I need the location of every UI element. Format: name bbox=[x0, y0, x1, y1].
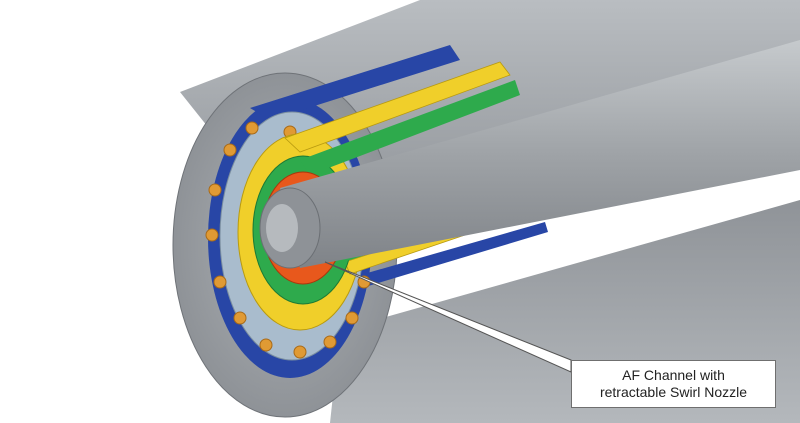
callout-line-2: retractable Swirl Nozzle bbox=[599, 384, 748, 400]
bolt bbox=[259, 338, 273, 352]
yellow-liner-top bbox=[284, 61, 511, 153]
bolt bbox=[223, 143, 237, 157]
bolt bbox=[208, 183, 222, 197]
callout-line-1: AF Channel with bbox=[622, 367, 725, 383]
flange-bolts bbox=[205, 121, 371, 359]
bolt bbox=[213, 275, 227, 289]
bolt bbox=[205, 228, 219, 242]
bolt bbox=[323, 335, 337, 349]
inner-tube-body bbox=[280, 40, 800, 268]
blue-liner-top bbox=[250, 45, 460, 120]
bolt bbox=[345, 311, 359, 325]
bolt bbox=[233, 311, 247, 325]
green-liner-top bbox=[300, 80, 520, 175]
bolt bbox=[293, 345, 307, 359]
blue-liner-bottom bbox=[350, 222, 548, 290]
bolt bbox=[245, 121, 259, 135]
inner-tube-bore bbox=[266, 204, 298, 252]
callout-label: AF Channel with retractable Swirl Nozzle bbox=[571, 360, 776, 408]
